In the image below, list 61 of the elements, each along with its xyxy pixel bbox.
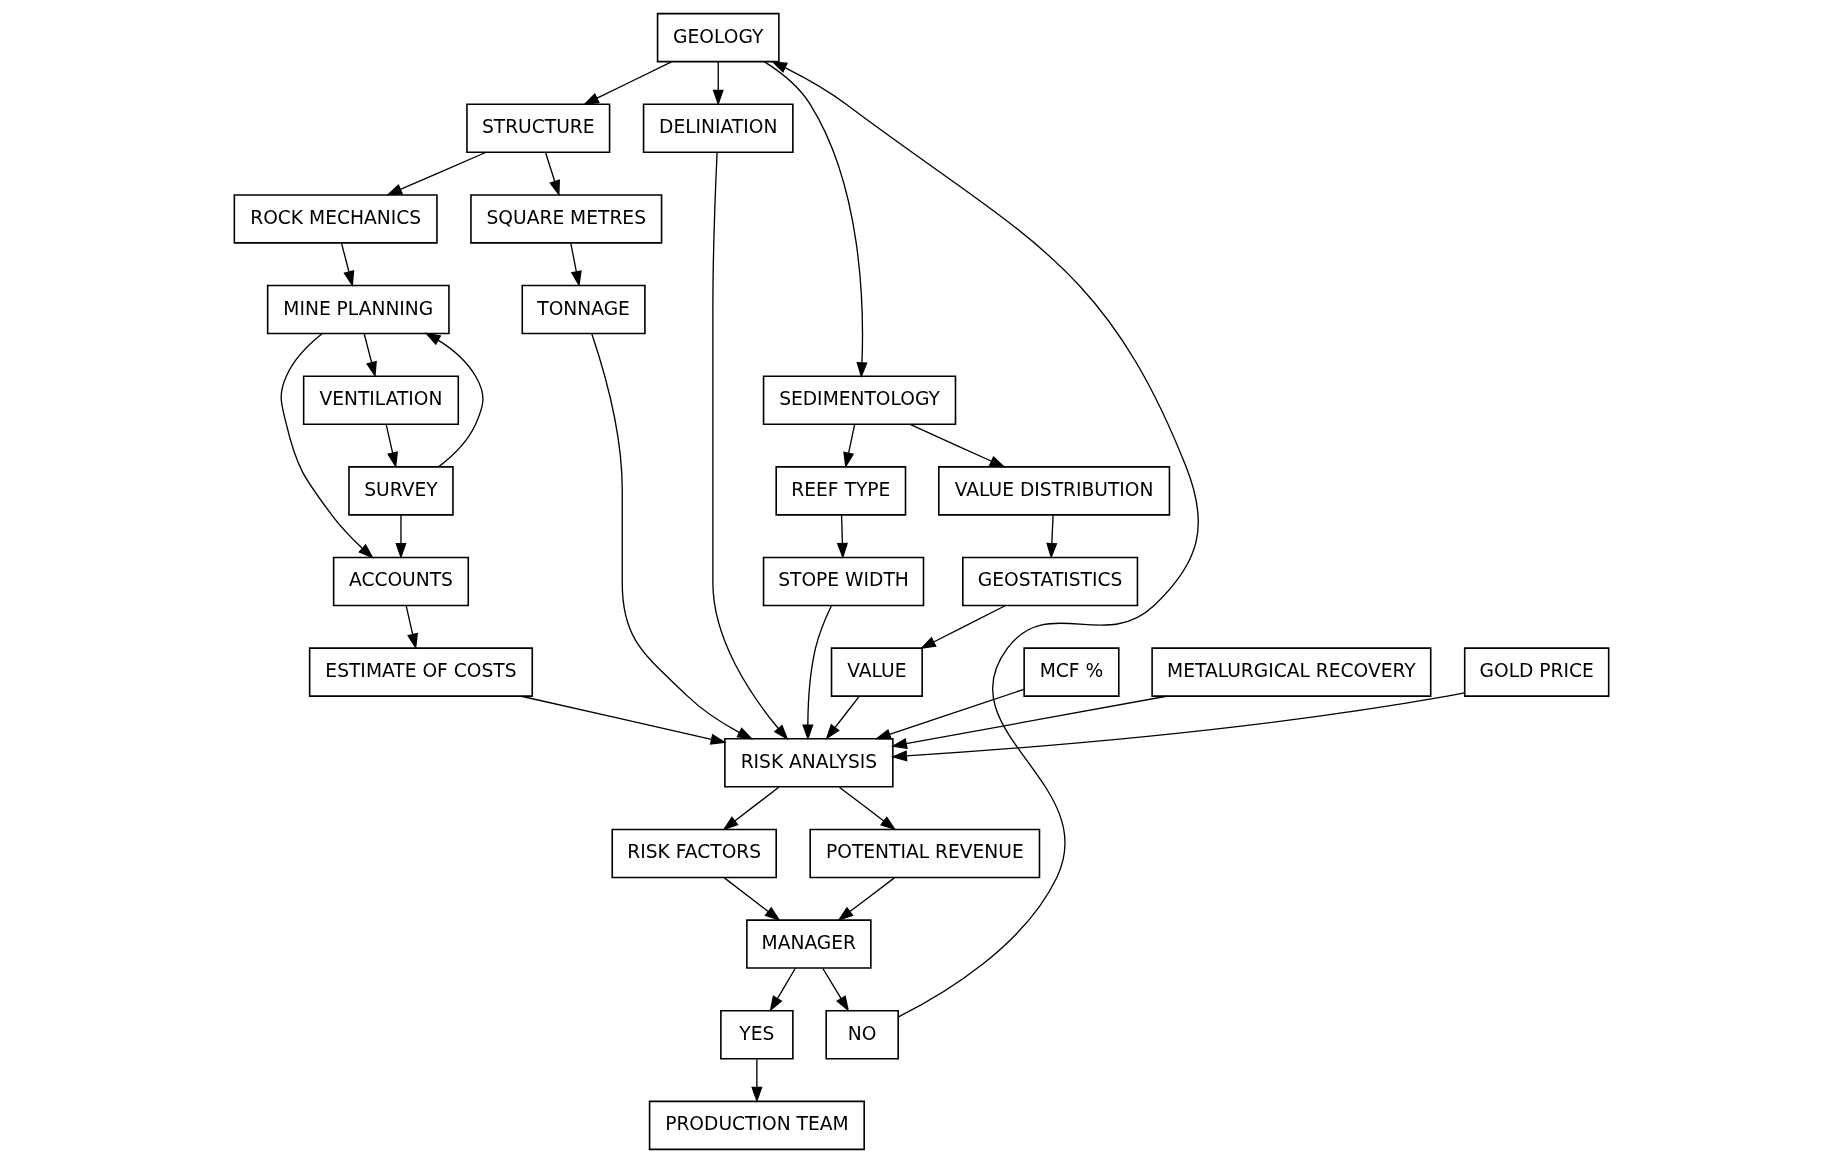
node-box: YES bbox=[719, 1009, 794, 1060]
arrow bbox=[723, 877, 781, 921]
node-box: SEDIMENTOLOGY bbox=[762, 375, 956, 425]
arrow bbox=[424, 332, 484, 468]
arrow bbox=[836, 514, 848, 559]
node-box: ESTIMATE OF COSTS bbox=[308, 647, 533, 697]
node-box: MANAGER bbox=[745, 919, 872, 969]
arrow bbox=[838, 786, 896, 831]
node-box: STOPE WIDTH bbox=[762, 556, 924, 607]
arrow bbox=[825, 695, 860, 740]
arrow bbox=[842, 424, 855, 469]
node-box: VALUE DISTRIBUTION bbox=[937, 466, 1170, 516]
node-box: PRODUCTION TEAM bbox=[648, 1100, 865, 1151]
arrow bbox=[394, 514, 407, 559]
arrow bbox=[763, 61, 868, 379]
arrow bbox=[890, 695, 1167, 750]
node-box: POTENTIAL REVENUE bbox=[808, 828, 1040, 879]
arrow bbox=[712, 61, 724, 106]
arrow bbox=[1045, 514, 1057, 559]
node-box: REEF TYPE bbox=[774, 466, 906, 516]
arrow bbox=[722, 786, 779, 831]
node-box: ROCK MECHANICS bbox=[233, 194, 438, 244]
arrow bbox=[569, 242, 582, 287]
node-box: ACCOUNTS bbox=[332, 556, 469, 607]
node-box: MCF % bbox=[1022, 647, 1120, 697]
node-box: VALUE bbox=[830, 647, 923, 697]
arrow bbox=[711, 152, 788, 741]
arrow bbox=[590, 333, 753, 740]
arrow bbox=[750, 1058, 762, 1103]
node-box: STRUCTURE bbox=[465, 103, 610, 154]
node-box: RISK FACTORS bbox=[610, 828, 777, 879]
arrow bbox=[363, 333, 377, 378]
arrow bbox=[385, 151, 486, 196]
arrow bbox=[890, 692, 1465, 762]
arrow bbox=[385, 424, 398, 469]
arrow bbox=[801, 605, 832, 741]
node-box: RISK ANALYSIS bbox=[723, 738, 894, 788]
node-box: GEOSTATISTICS bbox=[961, 556, 1138, 607]
arrow bbox=[770, 60, 1199, 1018]
arrow bbox=[582, 61, 672, 106]
arrow bbox=[908, 423, 1006, 468]
arrow bbox=[837, 877, 895, 921]
node-box: DELINIATION bbox=[642, 103, 794, 154]
node-box: NO bbox=[824, 1009, 899, 1060]
node-box: GEOLOGY bbox=[656, 12, 780, 63]
node-box: MINE PLANNING bbox=[266, 284, 450, 335]
arrow bbox=[769, 967, 796, 1012]
arrow bbox=[340, 242, 354, 287]
arrow bbox=[280, 333, 374, 559]
arrow bbox=[405, 605, 418, 650]
arrow bbox=[874, 688, 1025, 740]
node-box: VENTILATION bbox=[302, 375, 459, 425]
node-box: TONNAGE bbox=[520, 284, 646, 335]
arrow bbox=[919, 605, 1006, 649]
node-box: SQUARE METRES bbox=[469, 194, 662, 244]
arrow bbox=[520, 695, 727, 745]
node-box: SURVEY bbox=[347, 466, 454, 516]
node-box: METALURGICAL RECOVERY bbox=[1150, 647, 1431, 697]
arrow bbox=[544, 152, 560, 197]
node-box: GOLD PRICE bbox=[1463, 647, 1609, 697]
arrow bbox=[821, 967, 849, 1012]
